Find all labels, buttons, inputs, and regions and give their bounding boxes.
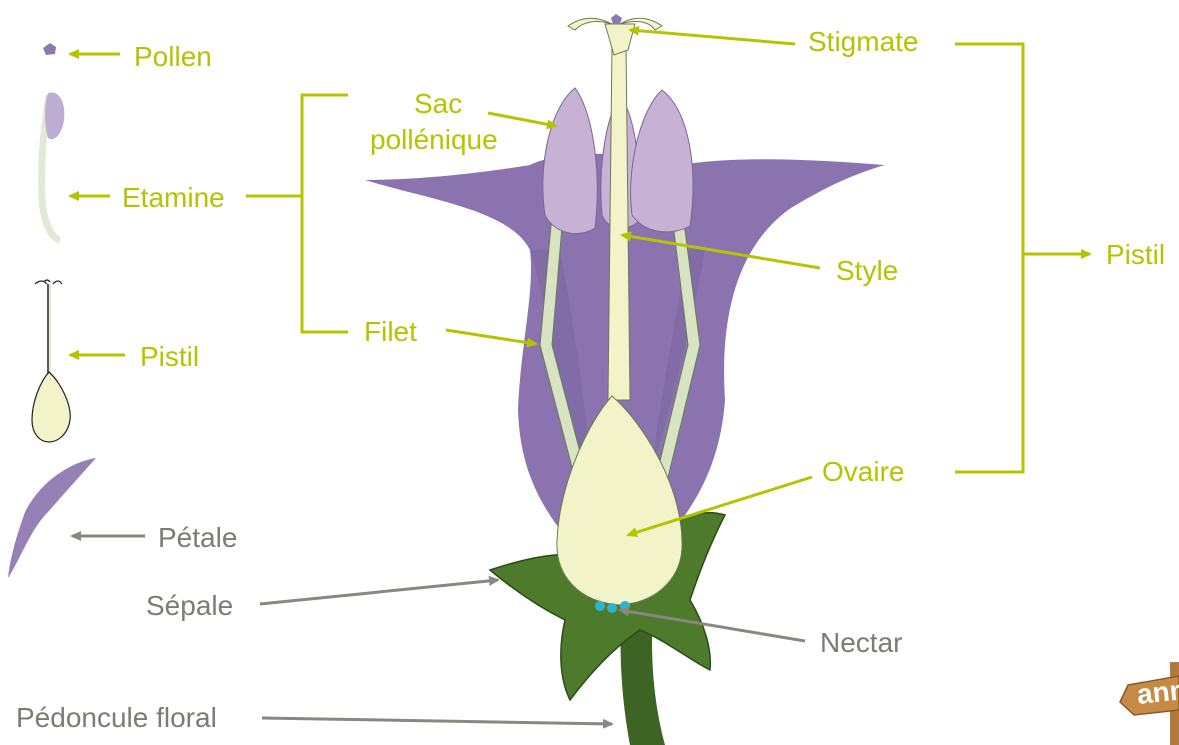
label-style: Style — [836, 255, 898, 286]
anther-left — [543, 88, 597, 234]
label-filet: Filet — [364, 316, 417, 347]
bracket-etamine — [302, 95, 348, 332]
label-pistil-right: Pistil — [1106, 239, 1165, 270]
label-pollen: Pollen — [134, 41, 212, 72]
label-pedoncule: Pédoncule floral — [16, 702, 217, 733]
arrow-sepale — [260, 580, 498, 604]
arrow-filet — [446, 330, 536, 344]
label-etamine: Etamine — [122, 182, 225, 213]
arrow-pedoncule — [262, 718, 612, 724]
pollen-grain-icon — [43, 43, 56, 55]
label-sepale: Sépale — [146, 590, 233, 621]
petal-icon — [8, 458, 96, 578]
wooden-sign-icon[interactable]: anne — [1120, 662, 1179, 745]
label-ovaire: Ovaire — [822, 456, 904, 487]
arrow-sac — [488, 113, 556, 126]
style — [608, 45, 630, 400]
label-petale: Pétale — [158, 522, 237, 553]
label-sac-line2: pollénique — [370, 124, 498, 155]
pistil-icon — [32, 280, 70, 442]
label-stigmate: Stigmate — [808, 26, 919, 57]
stamen-icon — [41, 92, 64, 240]
sign-text: anne — [1135, 672, 1179, 710]
label-pistil-left: Pistil — [140, 341, 199, 372]
label-sac-line1: Sac — [414, 88, 462, 119]
label-nectar: Nectar — [820, 627, 902, 658]
anther-right — [631, 90, 693, 232]
arrow-stigmate — [630, 30, 795, 44]
bracket-pistil — [955, 44, 1023, 472]
stigma — [568, 14, 662, 55]
